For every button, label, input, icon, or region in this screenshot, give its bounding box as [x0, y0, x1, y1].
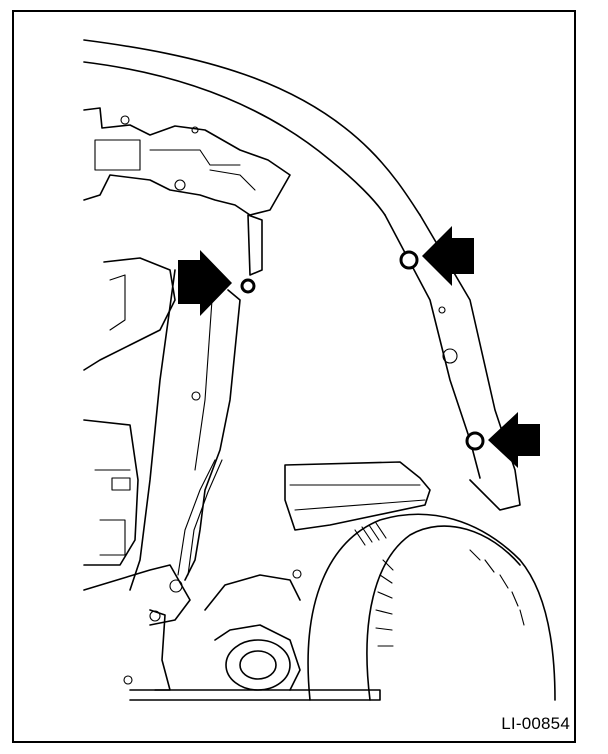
clip-upper-left-marker: [240, 278, 256, 294]
clip-lower-right-marker: [465, 431, 485, 451]
inner-panel: [83, 257, 176, 566]
body-structure: [83, 107, 291, 276]
tire: [307, 513, 556, 701]
clip-markers: [240, 250, 485, 451]
figure-id-label: LI-00854: [501, 714, 570, 733]
arrow-right-icon: [178, 250, 232, 316]
mud-guard-panel: [129, 269, 241, 591]
fender-outline: [83, 39, 521, 511]
rear-flap: [284, 461, 431, 531]
clip-upper-right-marker: [399, 250, 419, 270]
callout-arrows: [178, 226, 540, 468]
figure-frame: [12, 10, 576, 743]
arrow-left-icon: [422, 226, 474, 286]
suspension-area: [83, 564, 381, 701]
arrow-left-icon: [488, 412, 540, 468]
